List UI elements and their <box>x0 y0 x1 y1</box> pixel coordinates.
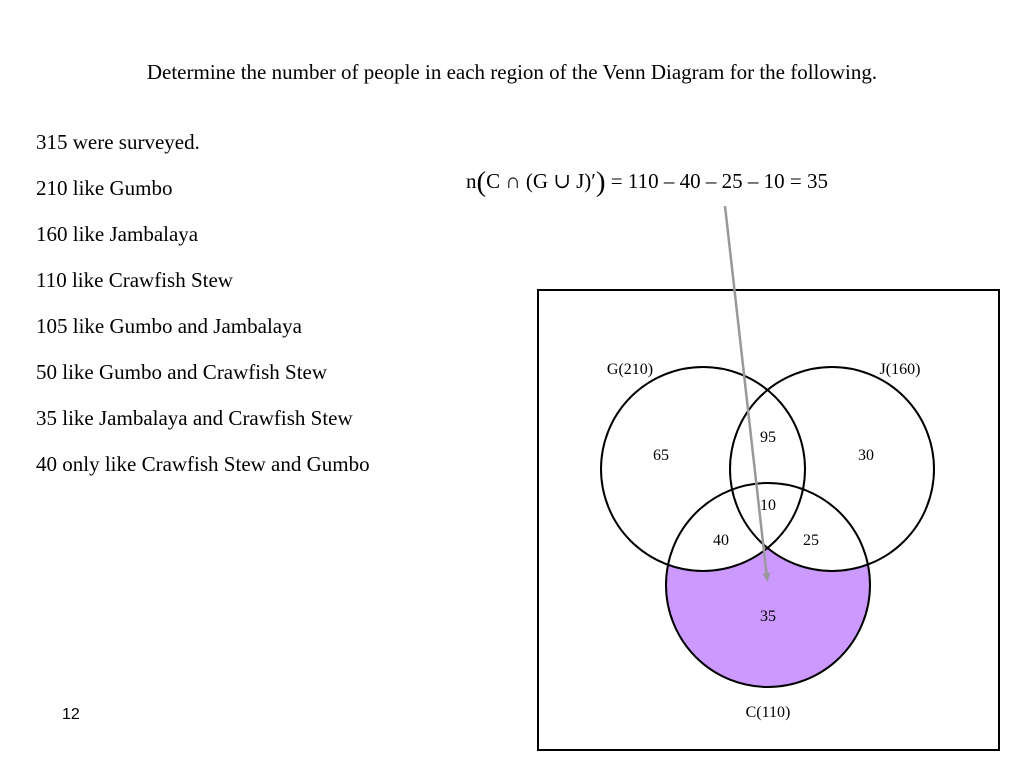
fact-jambalaya: 160 like Jambalaya <box>36 222 199 246</box>
region-g-and-c-only: 40 <box>713 532 729 549</box>
fact-gumbo-crawfish: 50 like Gumbo and Crawfish Stew <box>36 360 328 384</box>
formula: n(C ∩ (G ∪ J)′) = 110 – 40 – 25 – 10 = 3… <box>466 166 828 199</box>
region-j-only: 30 <box>858 447 874 464</box>
universal-set-box <box>537 289 1000 751</box>
page-number: 12 <box>62 706 80 723</box>
region-j-and-c-only: 25 <box>803 532 819 549</box>
jambalaya-set-label: J(160) <box>880 361 921 378</box>
region-g-only: 65 <box>653 447 669 464</box>
slide-title: Determine the number of people in each r… <box>146 60 878 84</box>
fact-jambalaya-crawfish: 35 like Jambalaya and Crawfish Stew <box>36 406 353 430</box>
formula-expression: C ∩ (G ∪ J)′ <box>486 169 596 193</box>
survey-facts-list: 315 were surveyed. 210 like Gumbo 160 li… <box>36 126 370 494</box>
crawfish-set-label: C(110) <box>746 704 791 721</box>
c-only-shaded-region <box>666 483 870 687</box>
fact-crawfish: 110 like Crawfish Stew <box>36 268 233 292</box>
fact-gumbo: 210 like Gumbo <box>36 176 173 200</box>
formula-prefix: n <box>466 169 477 193</box>
formula-arrow <box>723 205 771 582</box>
fact-only-crawfish-gumbo: 40 only like Crawfish Stew and Gumbo <box>36 452 370 476</box>
jambalaya-circle <box>729 366 935 572</box>
fact-gumbo-jambalaya: 105 like Gumbo and Jambalaya <box>36 314 302 338</box>
crawfish-circle <box>665 482 871 688</box>
formula-close-paren: ) <box>595 166 606 198</box>
formula-open-paren: ( <box>476 166 487 198</box>
fact-surveyed: 315 were surveyed. <box>36 130 200 154</box>
formula-result: = 110 – 40 – 25 – 10 = 35 <box>605 169 828 193</box>
gumbo-circle <box>600 366 806 572</box>
region-g-and-j-only: 95 <box>760 429 776 446</box>
region-c-only: 35 <box>760 608 776 625</box>
region-all-three: 10 <box>760 497 776 514</box>
gumbo-set-label: G(210) <box>607 361 653 378</box>
